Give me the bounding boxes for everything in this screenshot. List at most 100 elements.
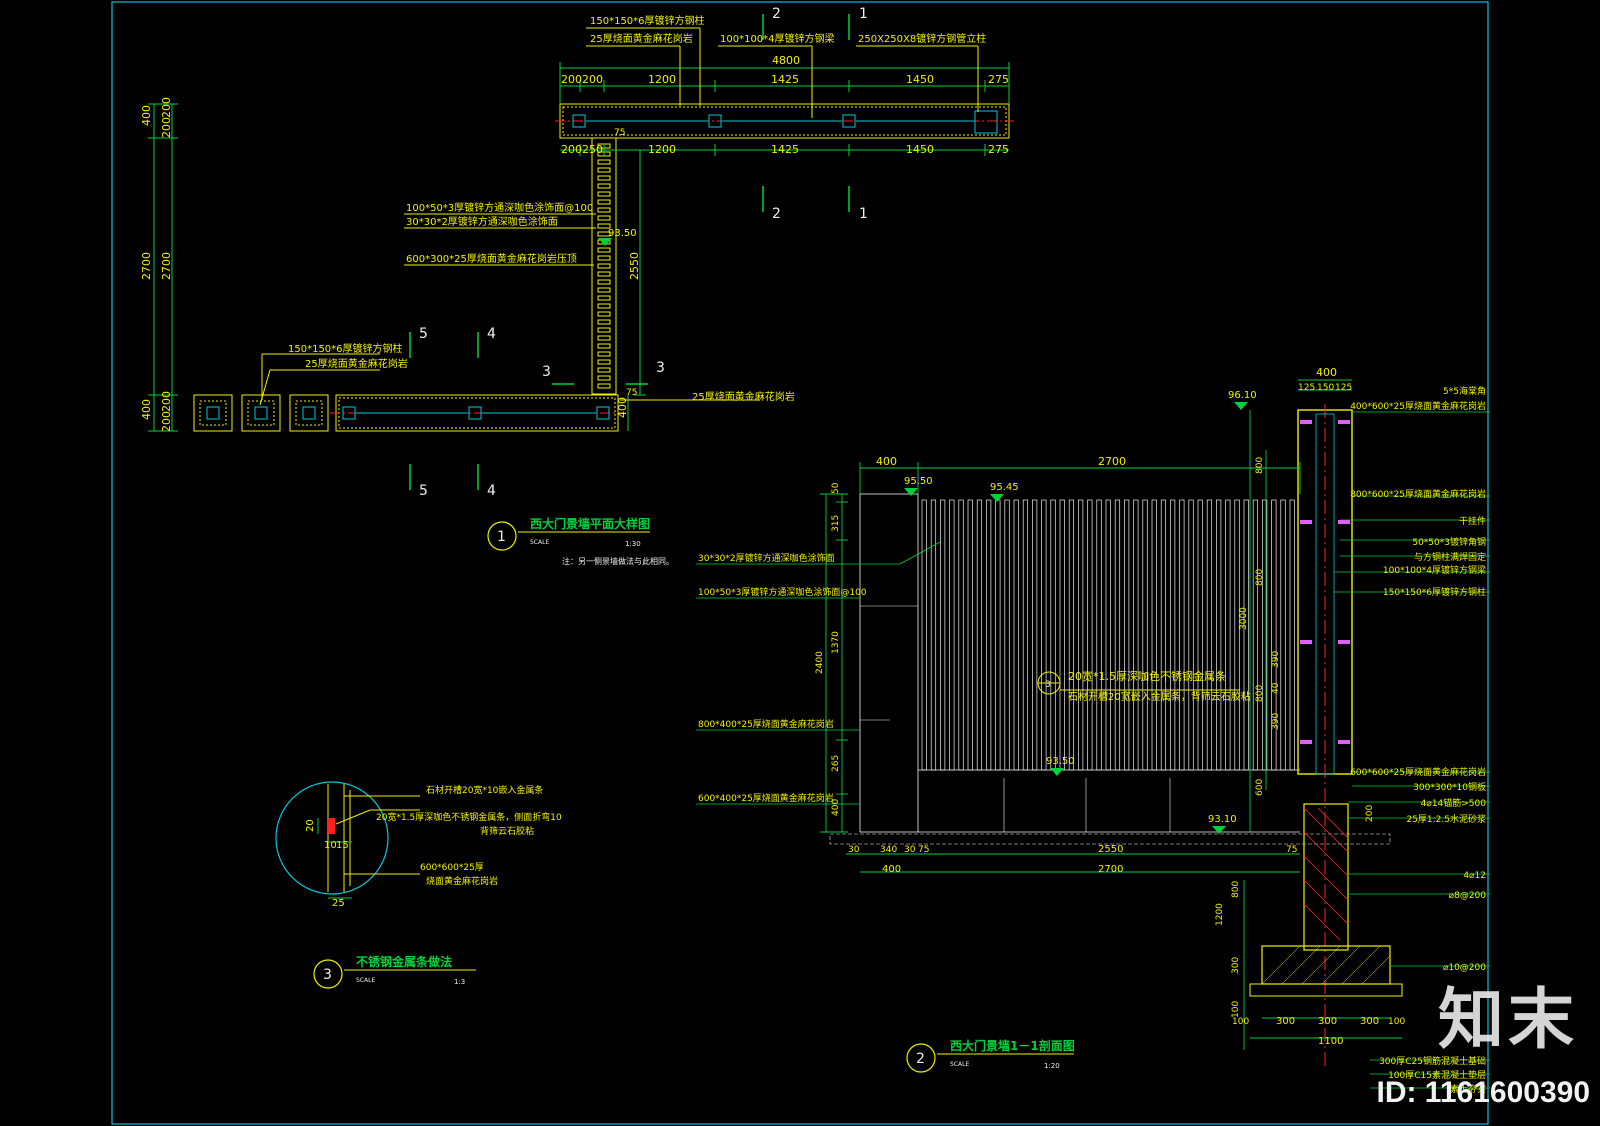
section-slat [1234, 499, 1240, 771]
section-slat [1096, 499, 1102, 771]
section-slat [1252, 499, 1259, 771]
cut-number: 3 [656, 360, 665, 376]
section-slat [995, 499, 1001, 771]
sec-label: 600*400*25厚烧面黄金麻花岗岩 [698, 792, 834, 804]
plan-slat [597, 311, 611, 317]
sec-dim: 30 [848, 845, 860, 855]
section-pier [1303, 803, 1349, 951]
sec-dim: 390 [1271, 713, 1281, 730]
sec-dim: 400 [1316, 366, 1337, 379]
plan-post [572, 114, 586, 128]
plan-label-slat-100: 100*50*3厚镀锌方通深咖色涂饰面@100 [406, 201, 593, 214]
plan-slat [597, 231, 611, 237]
section-slat [1206, 499, 1213, 771]
section-left-labels: 30*30*2厚镀锌方通深咖色涂饰面 100*50*3厚镀锌方通深咖色涂饰面@1… [698, 552, 867, 804]
detail-view: 石材开槽20宽*10嵌入金属条 20宽*1.5厚深咖色不锈钢金属条，侧面折弯10… [275, 781, 562, 989]
plan-label-steel-column: 150*150*6厚镀锌方钢柱 [590, 14, 705, 27]
sec-dim: 1370 [831, 631, 841, 654]
cut-number: 1 [859, 206, 868, 222]
dim: 275 [988, 143, 1009, 156]
sec-dim: 800 [1231, 881, 1241, 898]
plan-pillar-post [254, 406, 268, 420]
section-slat [1087, 499, 1093, 771]
plan-label-granite: 25厚烧面黄金麻花岗岩 [590, 32, 693, 45]
plan-label-lower-column: 150*150*6厚镀锌方钢柱 [288, 342, 403, 355]
section-dim-texts: 400 2700 400 125 150 125 96.10 95.50 95.… [815, 366, 1405, 1047]
plan-slat [597, 167, 611, 173]
plan-slat [597, 279, 611, 285]
section-scale: 1:20 [1044, 1062, 1060, 1070]
detail-scale-word: SCALE [356, 977, 375, 984]
plan-slat [597, 375, 611, 381]
plan-pillar-post [302, 406, 316, 420]
sec-footing-dim: 300 [1276, 1016, 1295, 1027]
dim: 200 [561, 73, 582, 86]
section-scale-word: SCALE [950, 1061, 969, 1068]
sec-dim: 2400 [815, 651, 825, 674]
detail-label-strip: 20宽*1.5厚深咖色不锈钢金属条，侧面折弯10 [376, 811, 562, 823]
section-slat [921, 499, 927, 771]
sec-footing-dim: 300 [1318, 1016, 1337, 1027]
dim: 1200 [648, 143, 676, 156]
sec-dim: 150 [1317, 383, 1334, 393]
cut-number: 2 [772, 206, 781, 222]
sec-dim: 3000 [1239, 607, 1249, 630]
section-slat [1160, 499, 1167, 771]
section-slat [1013, 499, 1019, 771]
plan-slat [597, 255, 611, 261]
dim: 2700 [140, 252, 153, 280]
plan-section-cuts [409, 14, 850, 490]
plan-label-beam: 100*100*4厚镀锌方钢梁 [720, 32, 835, 45]
plan-slat [597, 303, 611, 309]
plan-pillar [289, 394, 329, 432]
detail-label-glue: 背筛云石胶粘 [480, 825, 534, 837]
plan-dim-texts: 4800 200 200 1200 1425 1450 275 200 250 … [140, 54, 1009, 432]
plan-slat [597, 159, 611, 165]
dim: 1450 [906, 143, 934, 156]
plan-note: 注：另一侧景墙做法与此相同。 [562, 556, 674, 566]
plan-slat [597, 175, 611, 181]
sec-label: 800*400*25厚烧面黄金麻花岗岩 [698, 718, 834, 730]
plan-pillar-post [206, 406, 220, 420]
sec-dim: 390 [1271, 651, 1281, 668]
sec-elev: 93.10 [1208, 814, 1237, 825]
plan-slat [597, 359, 611, 365]
cut-number: 5 [419, 326, 428, 342]
section-right-labels: 5*5海棠角 400*600*25厚烧面黄金麻花岗岩 800*600*25厚烧面… [1350, 385, 1486, 1095]
sec-dim: 2700 [1098, 455, 1126, 468]
section-slat [1114, 499, 1121, 771]
detail-label-granite: 烧面黄金麻花岗岩 [426, 875, 498, 887]
plan-post [342, 406, 356, 420]
sec-dim: 400 [882, 864, 901, 875]
detail-title-circle [313, 959, 343, 989]
detail-title: 不锈钢金属条做法 [356, 954, 452, 969]
detail-scale: 1:3 [454, 978, 465, 986]
dim: 200 [160, 391, 173, 412]
dim: 75 [614, 128, 625, 138]
section-slat [1032, 499, 1038, 771]
sec-rlabel: 800*600*25厚烧面黄金麻花岗岩 [1350, 488, 1486, 500]
plan-slat [597, 263, 611, 269]
plan-vertical-wall [591, 137, 617, 395]
sec-rlabel: 25厚1:2.5水泥砂浆 [1406, 813, 1486, 825]
sec-elev: 96.10 [1228, 390, 1257, 401]
section-slat [1289, 499, 1295, 771]
sec-footing-dim: 1100 [1318, 1036, 1343, 1047]
dim: 400 [616, 397, 629, 418]
section-view [696, 379, 1490, 1089]
sec-dim: 100 [1231, 1001, 1241, 1018]
plan-slat [597, 343, 611, 349]
dim: 2700 [160, 252, 173, 280]
plan-slat [597, 327, 611, 333]
sec-label: 30*30*2厚镀锌方通深咖色涂饰面 [698, 552, 835, 564]
section-slat [1142, 499, 1148, 771]
dim: 1450 [906, 73, 934, 86]
plan-slat [597, 295, 611, 301]
plan-slat [597, 199, 611, 205]
section-anchors [1300, 420, 1350, 744]
sec-center-label: 20宽*1.5厚深咖色不锈钢金属条 [1068, 669, 1226, 683]
detail-label-granite-size: 600*600*25厚 [420, 862, 484, 873]
detail-dim: 20 [305, 819, 316, 832]
plan-slat [597, 191, 611, 197]
section-slat [1243, 499, 1249, 771]
